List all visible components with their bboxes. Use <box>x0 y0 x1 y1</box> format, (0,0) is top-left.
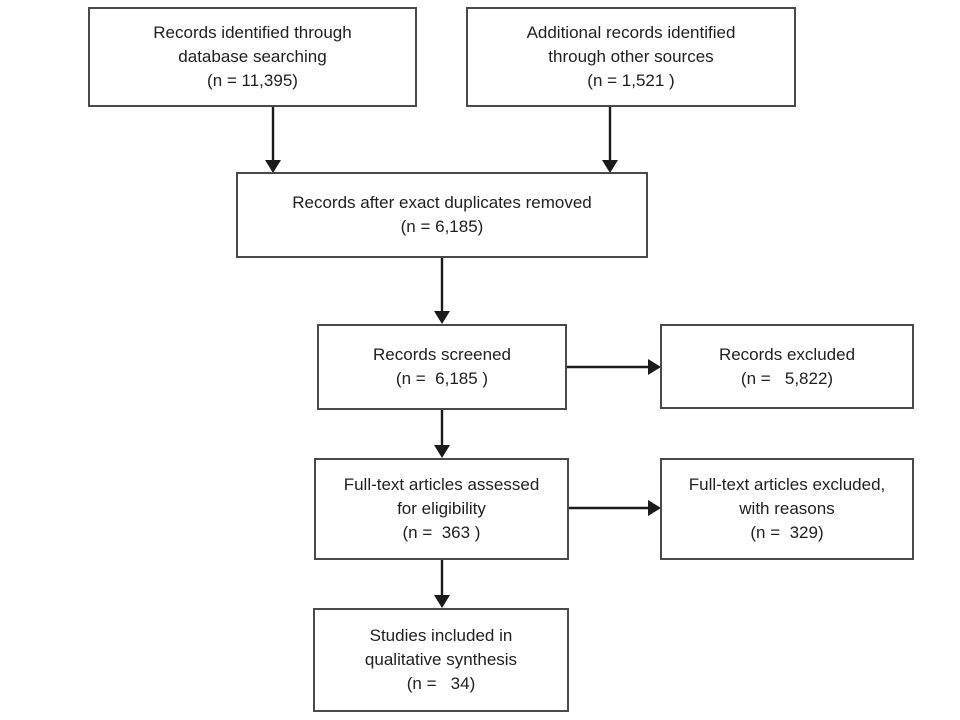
box-studies-included-text: Studies included in qualitative synthesi… <box>364 626 518 693</box>
box-additional-records-text: Additional records identified through ot… <box>526 23 736 90</box>
arrow-identified-to-deduplicated <box>265 107 281 173</box>
arrow-fulltext-to-fulltext-excluded <box>568 500 661 516</box>
box-fulltext-excluded: Full-text articles excluded, with reason… <box>660 458 914 560</box>
arrow-fulltext-to-included <box>434 559 450 608</box>
box-fulltext-excluded-text: Full-text articles excluded, with reason… <box>688 475 886 542</box>
box-additional-records: Additional records identified through ot… <box>466 7 796 107</box>
arrow-screened-to-records-excluded <box>566 359 661 375</box>
box-records-identified-text: Records identified through database sear… <box>153 23 352 90</box>
box-records-screened: Records screened (n = 6,185 ) <box>317 324 567 410</box>
arrow-deduplicated-to-screened <box>434 258 450 324</box>
box-records-screened-text: Records screened (n = 6,185 ) <box>373 345 511 388</box>
box-fulltext-assessed: Full-text articles assessed for eligibil… <box>314 458 569 560</box>
box-duplicates-removed: Records after exact duplicates removed (… <box>236 172 648 258</box>
box-records-excluded: Records excluded (n = 5,822) <box>660 324 914 409</box>
box-duplicates-removed-text: Records after exact duplicates removed (… <box>292 193 592 236</box>
arrow-additional-to-deduplicated <box>602 107 618 173</box>
box-fulltext-assessed-text: Full-text articles assessed for eligibil… <box>343 475 540 542</box>
box-records-identified: Records identified through database sear… <box>88 7 417 107</box>
arrow-screened-to-fulltext <box>434 410 450 458</box>
box-studies-included: Studies included in qualitative synthesi… <box>313 608 569 712</box>
box-records-excluded-text: Records excluded (n = 5,822) <box>718 344 856 388</box>
